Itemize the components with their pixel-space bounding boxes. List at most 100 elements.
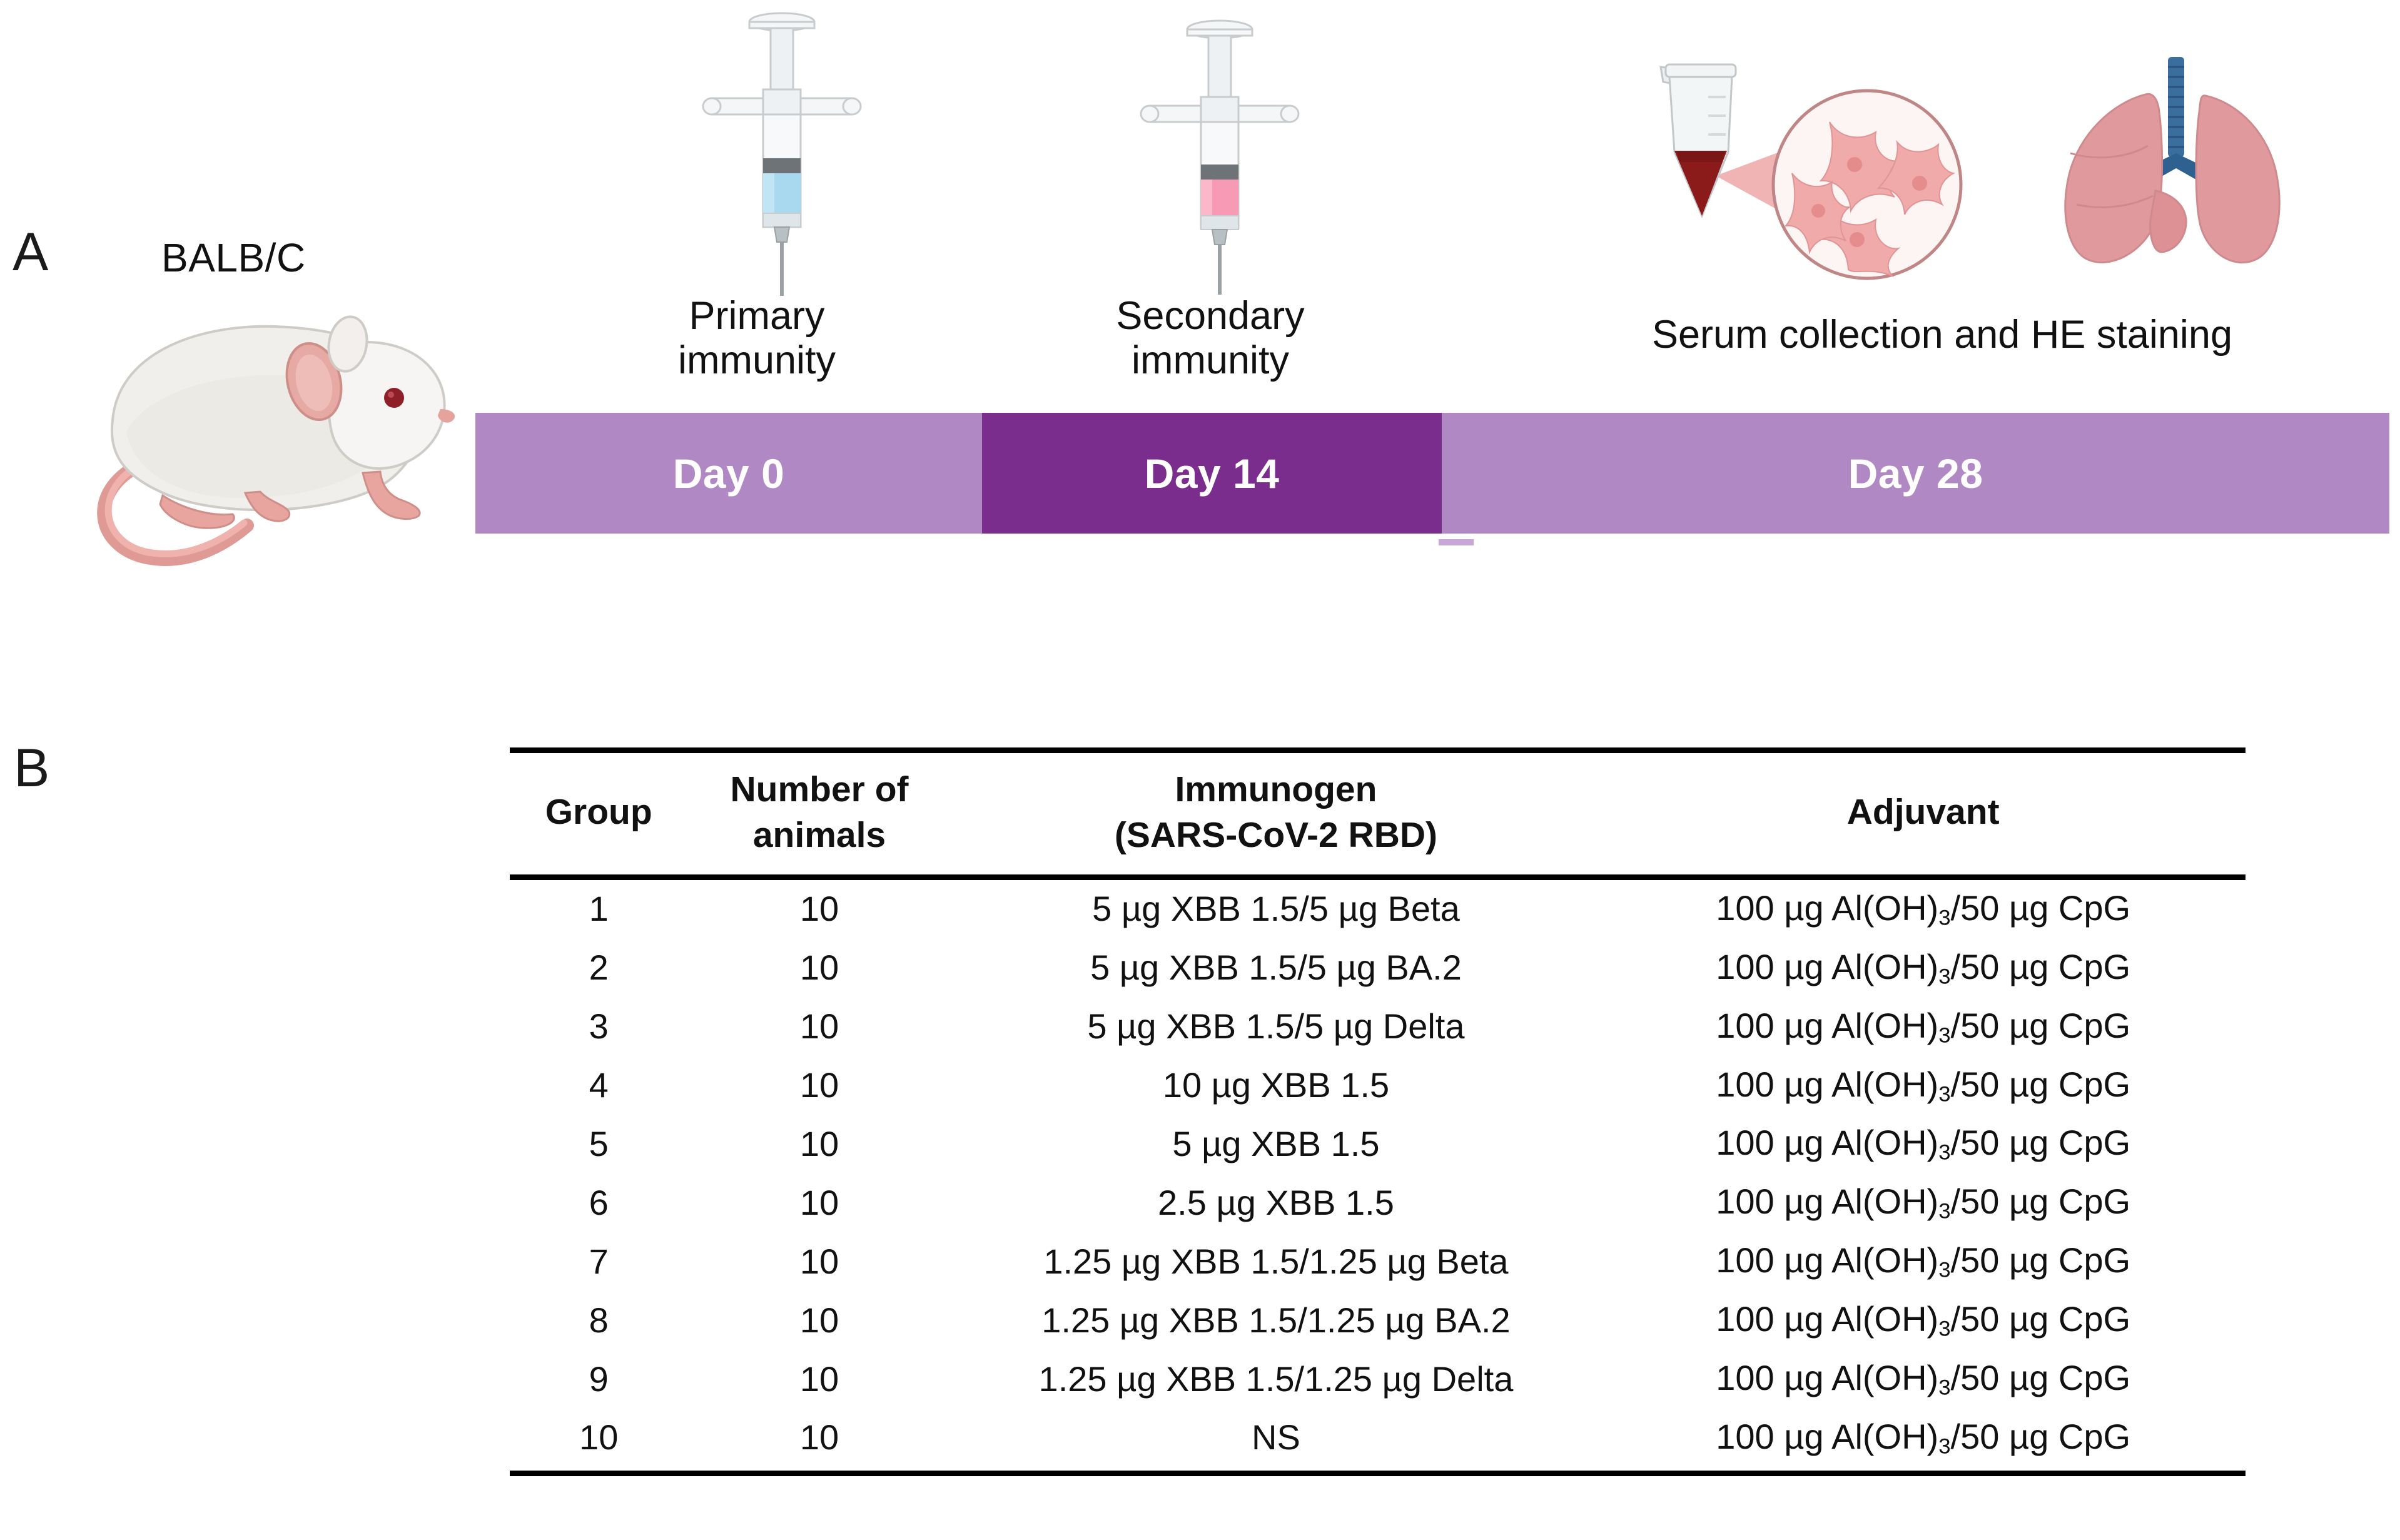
syringe-icon-primary bbox=[702, 12, 862, 296]
cell-adjuvant: 100 µg Al(OH)3/50 µg CpG bbox=[1601, 1408, 2246, 1476]
primary-immunity-line2: immunity bbox=[677, 338, 836, 382]
adjuvant-suffix: /50 µg CpG bbox=[1950, 1240, 2131, 1280]
cell-number-of-animals: 10 bbox=[799, 1006, 839, 1046]
cell-group: 8 bbox=[589, 1300, 609, 1340]
primary-immunity-line1: Primary bbox=[689, 294, 825, 338]
cell-adjuvant: 100 µg Al(OH)3/50 µg CpG bbox=[1601, 1056, 2246, 1115]
table-header-row: Group Number of animals Immunogen (SARS-… bbox=[510, 747, 2246, 880]
adjuvant-subscript: 3 bbox=[1938, 1023, 1951, 1048]
adjuvant-prefix: 100 µg Al(OH) bbox=[1716, 946, 1939, 986]
timeline-tick-mark bbox=[1439, 539, 1474, 545]
adjuvant-subscript: 3 bbox=[1938, 1082, 1951, 1107]
cell-immunogen: 5 µg XBB 1.5 bbox=[1172, 1123, 1380, 1163]
cell-group: 6 bbox=[589, 1182, 609, 1222]
adjuvant-suffix: /50 µg CpG bbox=[1950, 946, 2131, 986]
secondary-immunity-line1: Secondary bbox=[1116, 294, 1305, 338]
adjuvant-subscript: 3 bbox=[1938, 1141, 1951, 1165]
adjuvant-prefix: 100 µg Al(OH) bbox=[1716, 888, 1939, 928]
header-animals-line1: Number of bbox=[730, 769, 909, 809]
cell-group: 7 bbox=[589, 1241, 609, 1281]
mouse-strain-label: BALB/C bbox=[161, 235, 306, 280]
cell-adjuvant: 100 µg Al(OH)3/50 µg CpG bbox=[1601, 877, 2246, 938]
panel-a-label: A bbox=[13, 222, 49, 282]
header-number-of-animals: Number of animals bbox=[687, 747, 951, 880]
panel-a: A BALB/C bbox=[0, 0, 2400, 688]
cell-adjuvant: 100 µg Al(OH)3/50 µg CpG bbox=[1601, 1291, 2246, 1350]
timeline-segment-day28: Day 28 bbox=[1442, 413, 2389, 534]
adjuvant-prefix: 100 µg Al(OH) bbox=[1716, 1005, 1939, 1045]
cell-group: 2 bbox=[589, 948, 609, 988]
adjuvant-suffix: /50 µg CpG bbox=[1950, 1123, 2131, 1163]
cell-number-of-animals: 10 bbox=[799, 1241, 839, 1281]
adjuvant-subscript: 3 bbox=[1938, 1199, 1951, 1223]
adjuvant-prefix: 100 µg Al(OH) bbox=[1716, 1064, 1939, 1104]
table-row: 6 10 2.5 µg XBB 1.5 100 µg Al(OH)3/50 µg Cp… bbox=[510, 1173, 2246, 1232]
adjuvant-suffix: /50 µg CpG bbox=[1950, 1416, 2131, 1456]
adjuvant-suffix: /50 µg CpG bbox=[1950, 1299, 2131, 1339]
cell-number-of-animals: 10 bbox=[799, 1065, 839, 1105]
adjuvant-prefix: 100 µg Al(OH) bbox=[1716, 1240, 1939, 1280]
adjuvant-prefix: 100 µg Al(OH) bbox=[1716, 1358, 1939, 1398]
cell-adjuvant: 100 µg Al(OH)3/50 µg CpG bbox=[1601, 1350, 2246, 1409]
cell-immunogen: 1.25 µg XBB 1.5/1.25 µg Delta bbox=[1038, 1359, 1514, 1399]
secondary-immunity-line2: immunity bbox=[1131, 338, 1290, 382]
table-row: 2 10 5 µg XBB 1.5/5 µg BA.2 100 µg Al(OH)3/… bbox=[510, 939, 2246, 998]
lungs-icon bbox=[2064, 57, 2281, 264]
header-group: Group bbox=[510, 747, 688, 880]
cell-adjuvant: 100 µg Al(OH)3/50 µg CpG bbox=[1601, 1232, 2246, 1291]
cell-adjuvant: 100 µg Al(OH)3/50 µg CpG bbox=[1601, 1115, 2246, 1173]
adjuvant-suffix: /50 µg CpG bbox=[1950, 1064, 2131, 1104]
serum-collection-label: Serum collection and HE staining bbox=[1652, 313, 2232, 357]
cell-adjuvant: 100 µg Al(OH)3/50 µg CpG bbox=[1601, 998, 2246, 1056]
primary-immunity-label: Primary immunity bbox=[625, 294, 888, 382]
cell-group: 9 bbox=[589, 1359, 609, 1399]
mouse-illustration bbox=[97, 315, 455, 566]
adjuvant-subscript: 3 bbox=[1938, 906, 1951, 930]
adjuvant-prefix: 100 µg Al(OH) bbox=[1716, 1299, 1939, 1339]
adjuvant-subscript: 3 bbox=[1938, 1375, 1951, 1400]
adjuvant-subscript: 3 bbox=[1938, 965, 1951, 989]
cell-group: 1 bbox=[589, 889, 609, 929]
header-adjuvant: Adjuvant bbox=[1601, 747, 2246, 880]
table-row: 5 10 5 µg XBB 1.5 100 µg Al(OH)3/50 µg CpG bbox=[510, 1115, 2246, 1173]
cell-group: 3 bbox=[589, 1006, 609, 1046]
cell-number-of-animals: 10 bbox=[799, 889, 839, 929]
adjuvant-prefix: 100 µg Al(OH) bbox=[1716, 1123, 1939, 1163]
header-immunogen-line2: (SARS-CoV-2 RBD) bbox=[1114, 814, 1438, 855]
syringe-icon-secondary bbox=[1140, 19, 1300, 295]
adjuvant-suffix: /50 µg CpG bbox=[1950, 888, 2131, 928]
cell-number-of-animals: 10 bbox=[799, 1182, 839, 1222]
timeline-segment-day14: Day 14 bbox=[982, 413, 1442, 534]
cell-immunogen: 1.25 µg XBB 1.5/1.25 µg Beta bbox=[1043, 1241, 1509, 1281]
table-head: Group Number of animals Immunogen (SARS-… bbox=[510, 747, 2246, 880]
cell-number-of-animals: 10 bbox=[687, 1408, 951, 1476]
cell-group: 5 bbox=[589, 1123, 609, 1163]
cell-number-of-animals: 10 bbox=[799, 1123, 839, 1163]
adjuvant-subscript: 3 bbox=[1938, 1434, 1951, 1459]
adjuvant-suffix: /50 µg CpG bbox=[1950, 1358, 2131, 1398]
immunization-groups-table: Group Number of animals Immunogen (SARS-… bbox=[510, 747, 2246, 1476]
cell-immunogen: NS bbox=[951, 1408, 1601, 1476]
secondary-immunity-label: Secondary immunity bbox=[1041, 294, 1379, 382]
cell-immunogen: 5 µg XBB 1.5/5 µg BA.2 bbox=[1090, 948, 1462, 988]
timeline-bar: Day 0 Day 14 Day 28 bbox=[475, 413, 2389, 534]
cell-immunogen: 2.5 µg XBB 1.5 bbox=[1158, 1182, 1394, 1222]
adjuvant-suffix: /50 µg CpG bbox=[1950, 1182, 2131, 1222]
cell-number-of-animals: 10 bbox=[799, 1300, 839, 1340]
cell-group: 4 bbox=[589, 1065, 609, 1105]
adjuvant-prefix: 100 µg Al(OH) bbox=[1716, 1182, 1939, 1222]
cell-adjuvant: 100 µg Al(OH)3/50 µg CpG bbox=[1601, 1173, 2246, 1232]
adjuvant-suffix: /50 µg CpG bbox=[1950, 1005, 2131, 1045]
cell-number-of-animals: 10 bbox=[799, 948, 839, 988]
header-immunogen: Immunogen (SARS-CoV-2 RBD) bbox=[951, 747, 1601, 880]
cell-group: 10 bbox=[510, 1408, 688, 1476]
timeline-segment-day0: Day 0 bbox=[475, 413, 982, 534]
